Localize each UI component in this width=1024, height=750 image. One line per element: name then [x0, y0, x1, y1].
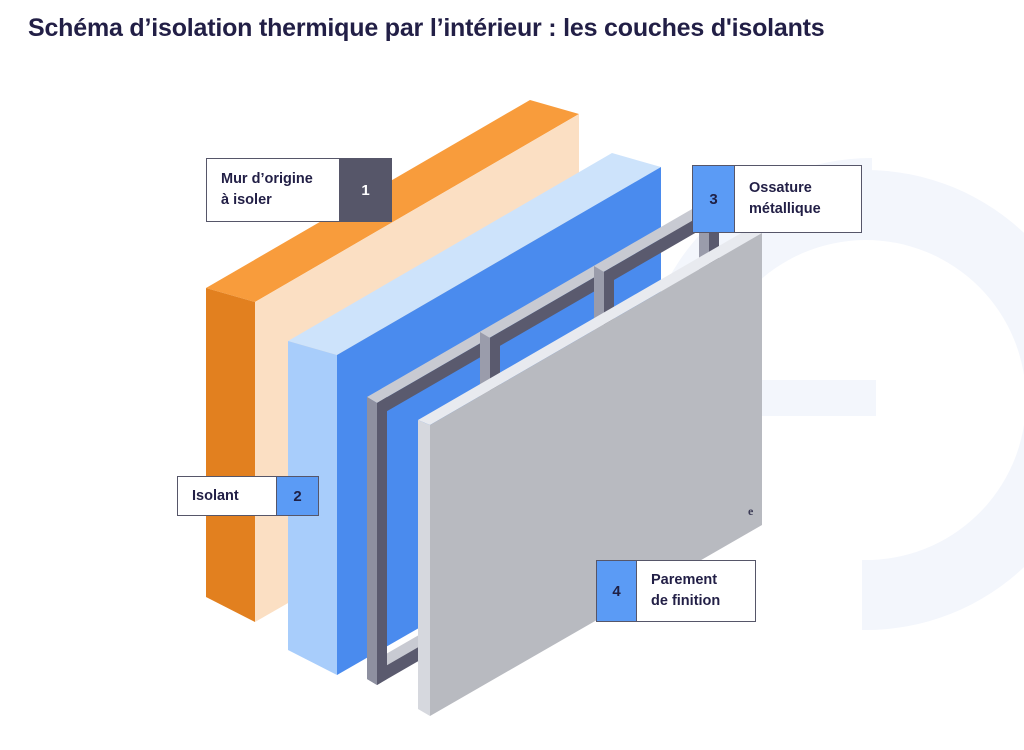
- callout-insulation-text: Isolant: [178, 477, 276, 515]
- callout-finishing-panel[interactable]: 4 Parement de finition: [596, 560, 756, 622]
- callout-metal-frame-text: Ossature métallique: [735, 166, 861, 232]
- callout-finishing-panel-line1: Parement: [651, 572, 718, 589]
- callout-original-wall-line1: Mur d’origine: [221, 171, 313, 188]
- callout-original-wall-badge: 1: [339, 159, 391, 221]
- callout-metal-frame-line1: Ossature: [749, 180, 812, 197]
- callout-finishing-panel-badge: 4: [597, 561, 637, 621]
- callout-finishing-panel-line2: de finition: [651, 593, 721, 609]
- callout-insulation[interactable]: Isolant 2: [177, 476, 319, 516]
- callout-original-wall-text: Mur d’origine à isoler: [207, 159, 339, 221]
- callout-insulation-badge: 2: [276, 477, 318, 515]
- callout-metal-frame[interactable]: 3 Ossature métallique: [692, 165, 862, 233]
- callout-original-wall[interactable]: Mur d’origine à isoler 1: [206, 158, 392, 222]
- callout-original-wall-line2: à isoler: [221, 192, 272, 208]
- callout-metal-frame-badge: 3: [693, 166, 735, 232]
- page-title: Schéma d’isolation thermique par l’intér…: [28, 14, 825, 42]
- panel-e-mark: e: [748, 504, 754, 518]
- callout-finishing-panel-text: Parement de finition: [637, 561, 755, 621]
- layer-finishing-panel: [418, 228, 762, 716]
- callout-metal-frame-line2: métallique: [749, 201, 821, 217]
- callout-insulation-line1: Isolant: [192, 487, 239, 504]
